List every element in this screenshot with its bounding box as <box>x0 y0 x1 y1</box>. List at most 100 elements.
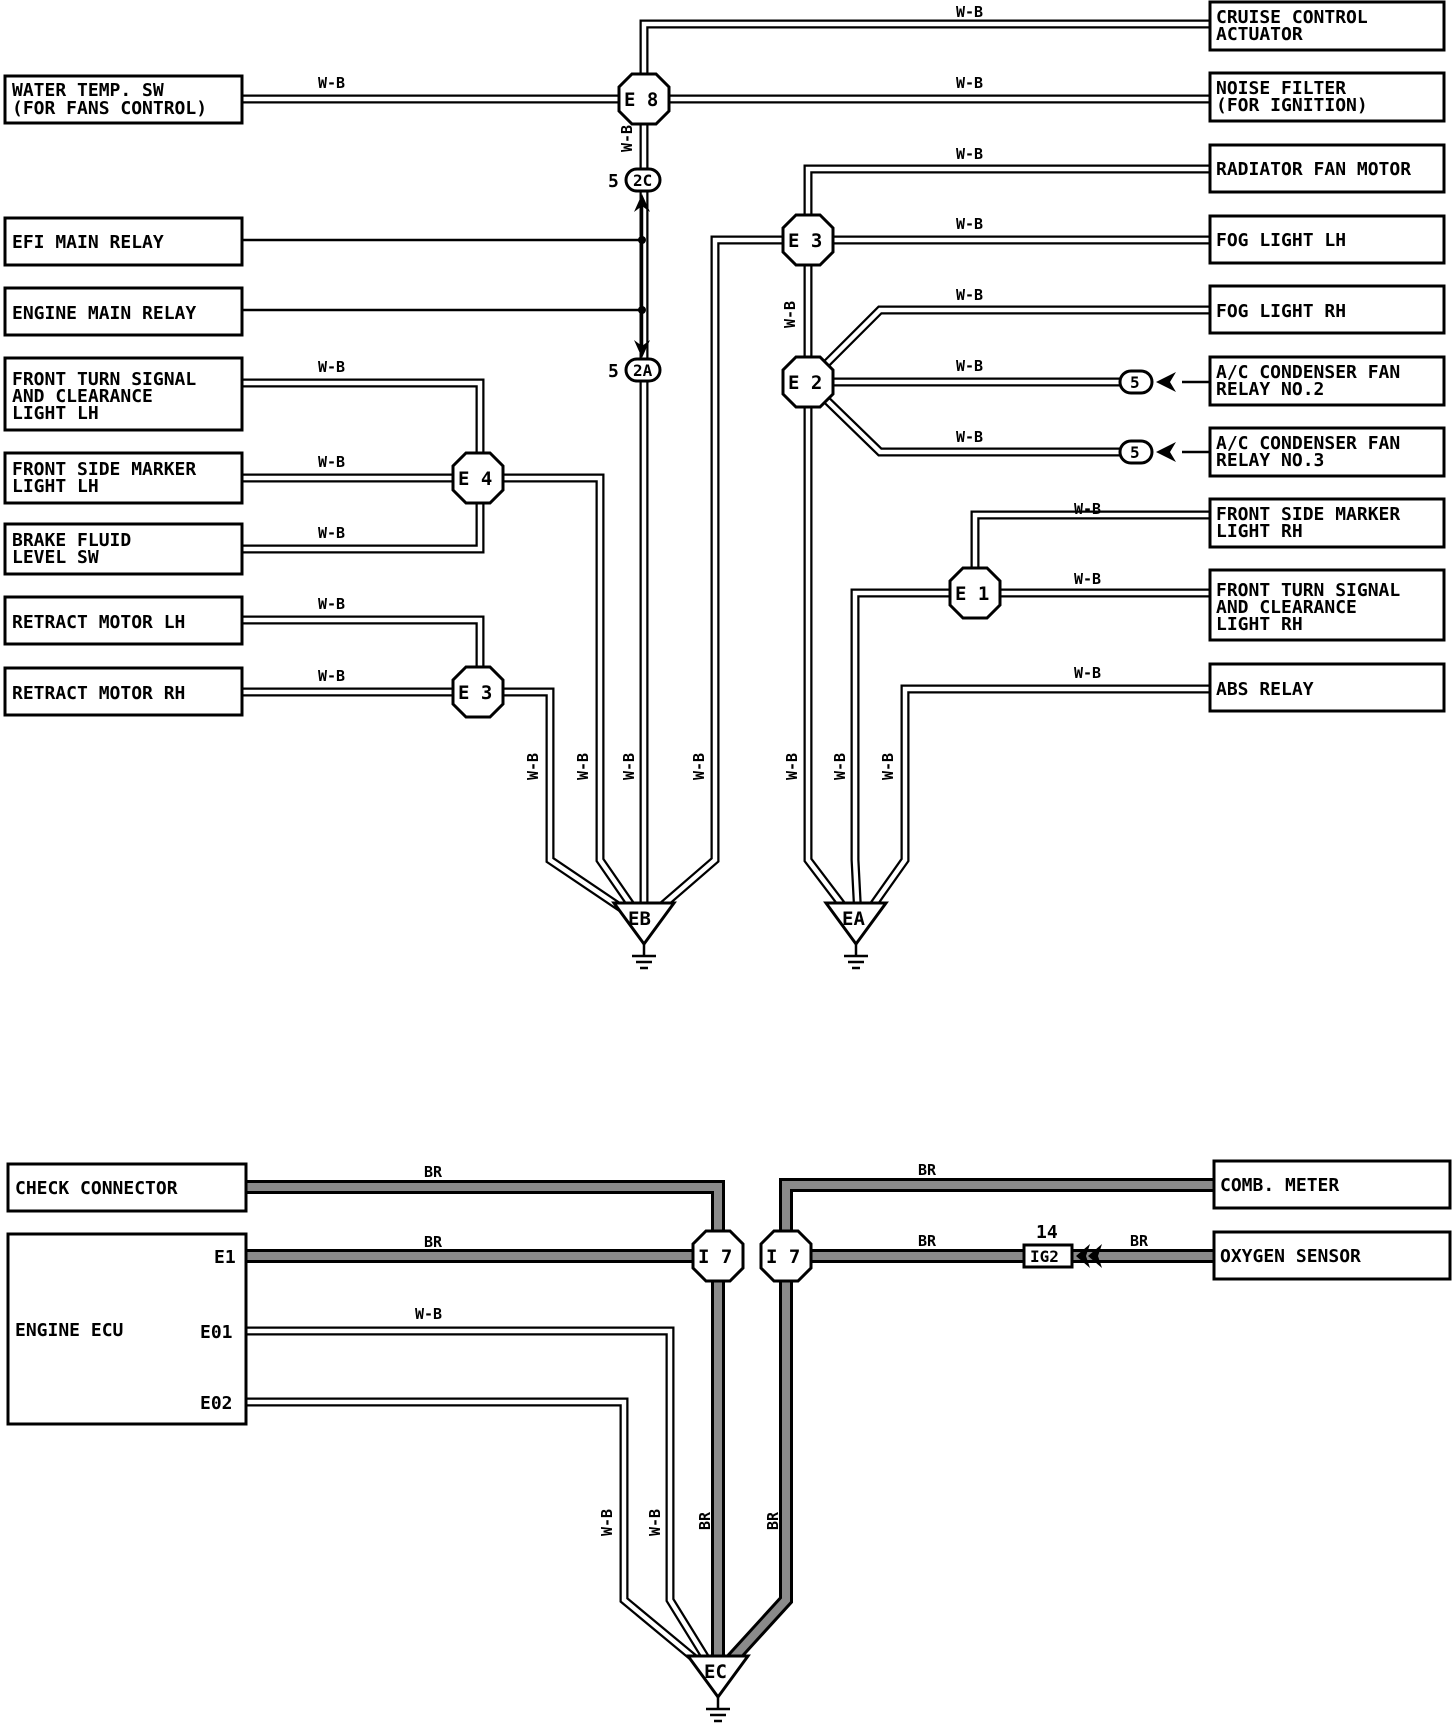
wb-label: W-B <box>956 215 983 233</box>
svg-text:EC: EC <box>704 1661 727 1683</box>
connector-2a-pin: 5 <box>608 361 619 382</box>
svg-text:IG2: IG2 <box>1030 1247 1059 1266</box>
ground-eb: EB <box>611 901 677 970</box>
front-side-marker-rh-label: FRONT SIDE MARKER <box>1216 504 1400 525</box>
efi-main-relay-label: EFI MAIN RELAY <box>12 232 164 253</box>
wb-label: W-B <box>620 753 638 780</box>
connector-2c-pin: 5 <box>608 171 619 192</box>
front-side-marker-rh-box <box>1208 497 1446 549</box>
retract-motor-lh-label: RETRACT MOTOR LH <box>12 612 185 633</box>
wb-label: W-B <box>879 753 897 780</box>
fog-light-rh-label: FOG LIGHT RH <box>1216 301 1346 322</box>
wire-e1-to-ea <box>850 588 975 919</box>
ac-condenser-fan-relay-3-label-2: RELAY NO.3 <box>1216 450 1324 471</box>
svg-text:EA: EA <box>842 908 865 930</box>
wb-label: W-B <box>1074 664 1101 682</box>
cruise-control-actuator-label-2: ACTUATOR <box>1216 24 1303 45</box>
wire-brake-fluid <box>242 478 485 554</box>
wb-label: W-B <box>956 286 983 304</box>
abs-relay-box <box>1208 662 1446 713</box>
ac-condenser-fan-relay-3-box <box>1208 426 1446 478</box>
wb-label: W-B <box>574 753 592 780</box>
wb-label: W-B <box>956 74 983 92</box>
wb-label: W-B <box>1074 500 1101 518</box>
front-turn-signal-rh-label: FRONT TURN SIGNAL <box>1216 580 1400 601</box>
connector-2c: 2C 5 <box>608 167 662 212</box>
wb-label: W-B <box>415 1305 442 1323</box>
relay-2-connector: 5 <box>1118 369 1176 395</box>
junction-e4: E 4 <box>451 451 505 505</box>
junction-i7-right: I 7 <box>759 1229 813 1283</box>
noise-filter-box <box>1208 71 1446 123</box>
wire-cruise-to-e8 <box>639 19 1210 100</box>
junction-e8: E 8 <box>617 72 671 126</box>
connector-2a: 2A 5 <box>608 340 662 383</box>
wb-label: W-B <box>831 753 849 780</box>
fog-light-lh-box <box>1208 214 1446 265</box>
svg-text:5: 5 <box>1130 443 1140 462</box>
wb-label: W-B <box>646 1509 664 1536</box>
check-connector-box <box>6 1162 248 1213</box>
wb-label: W-B <box>618 125 636 152</box>
front-turn-signal-rh-label-2: AND CLEARANCE <box>1216 597 1357 618</box>
wb-label: W-B <box>1074 570 1101 588</box>
svg-text:I 7: I 7 <box>698 1246 732 1268</box>
br-label: BR <box>1130 1232 1149 1250</box>
junction-e1: E 1 <box>948 566 1002 620</box>
front-side-marker-lh-box <box>3 451 244 505</box>
connector-ig2-pin: 14 <box>1036 1222 1058 1243</box>
svg-text:2C: 2C <box>633 171 652 190</box>
wire-radiator-fan <box>803 164 1210 240</box>
oxygen-sensor-label: OXYGEN SENSOR <box>1220 1246 1361 1267</box>
junction-i7-left: I 7 <box>691 1229 745 1283</box>
ecu-pin-e1: E1 <box>214 1247 236 1268</box>
brake-fluid-level-sw-label-2: LEVEL SW <box>12 547 99 568</box>
br-label: BR <box>424 1233 443 1251</box>
abs-relay-label: ABS RELAY <box>1216 679 1314 700</box>
br-label: BR <box>764 1511 782 1530</box>
svg-text:5: 5 <box>1130 373 1140 392</box>
wire-comb-meter <box>779 1178 1214 1256</box>
front-turn-signal-lh-label-2: AND CLEARANCE <box>12 386 153 407</box>
comb-meter-label: COMB. METER <box>1220 1175 1339 1196</box>
front-turn-signal-rh-box <box>1208 568 1446 642</box>
relay-2-arrow <box>1156 372 1176 392</box>
wb-label: W-B <box>956 3 983 21</box>
svg-text:E 3: E 3 <box>788 230 822 252</box>
water-temp-sw-box <box>3 74 244 125</box>
wb-label: W-B <box>318 524 345 542</box>
front-turn-signal-lh-box <box>3 356 244 432</box>
retract-motor-rh-label: RETRACT MOTOR RH <box>12 683 185 704</box>
ecu-pin-e02: E02 <box>200 1393 233 1414</box>
ecu-pin-e01: E01 <box>200 1322 233 1343</box>
ac-condenser-fan-relay-2-box <box>1208 355 1446 407</box>
junction-e3-top: E 3 <box>781 213 835 267</box>
wire-check-connector <box>246 1180 725 1256</box>
wb-label: W-B <box>598 1509 616 1536</box>
wb-label: W-B <box>956 357 983 375</box>
svg-text:2A: 2A <box>633 361 653 380</box>
cruise-control-actuator-label: CRUISE CONTROL <box>1216 7 1368 28</box>
connector-ig2-arrow <box>1076 1244 1090 1268</box>
wire-ecu-e02 <box>246 1397 709 1672</box>
oxygen-sensor-box <box>1212 1230 1452 1281</box>
ground-ec: EC <box>685 1654 751 1723</box>
svg-text:E 3: E 3 <box>458 682 492 704</box>
front-side-marker-rh-label-2: LIGHT RH <box>1216 521 1303 542</box>
svg-text:E 2: E 2 <box>788 372 822 394</box>
connector-2a-arrow <box>634 340 650 358</box>
wire-abs-relay <box>860 684 1210 921</box>
water-temp-sw-label: WATER TEMP. SW <box>12 80 164 101</box>
svg-text:EB: EB <box>628 908 651 930</box>
wb-label: W-B <box>956 145 983 163</box>
noise-filter-label: NOISE FILTER <box>1216 78 1346 99</box>
connector-ig2: IG2 14 <box>1022 1222 1102 1269</box>
wb-label: W-B <box>318 358 345 376</box>
ac-condenser-fan-relay-3-label: A/C CONDENSER FAN <box>1216 433 1400 454</box>
retract-motor-rh-box <box>3 666 244 717</box>
wb-label: W-B <box>524 753 542 780</box>
engine-ecu-label: ENGINE ECU <box>15 1320 123 1341</box>
wb-label: W-B <box>781 301 799 328</box>
efi-main-relay-box <box>3 216 244 267</box>
